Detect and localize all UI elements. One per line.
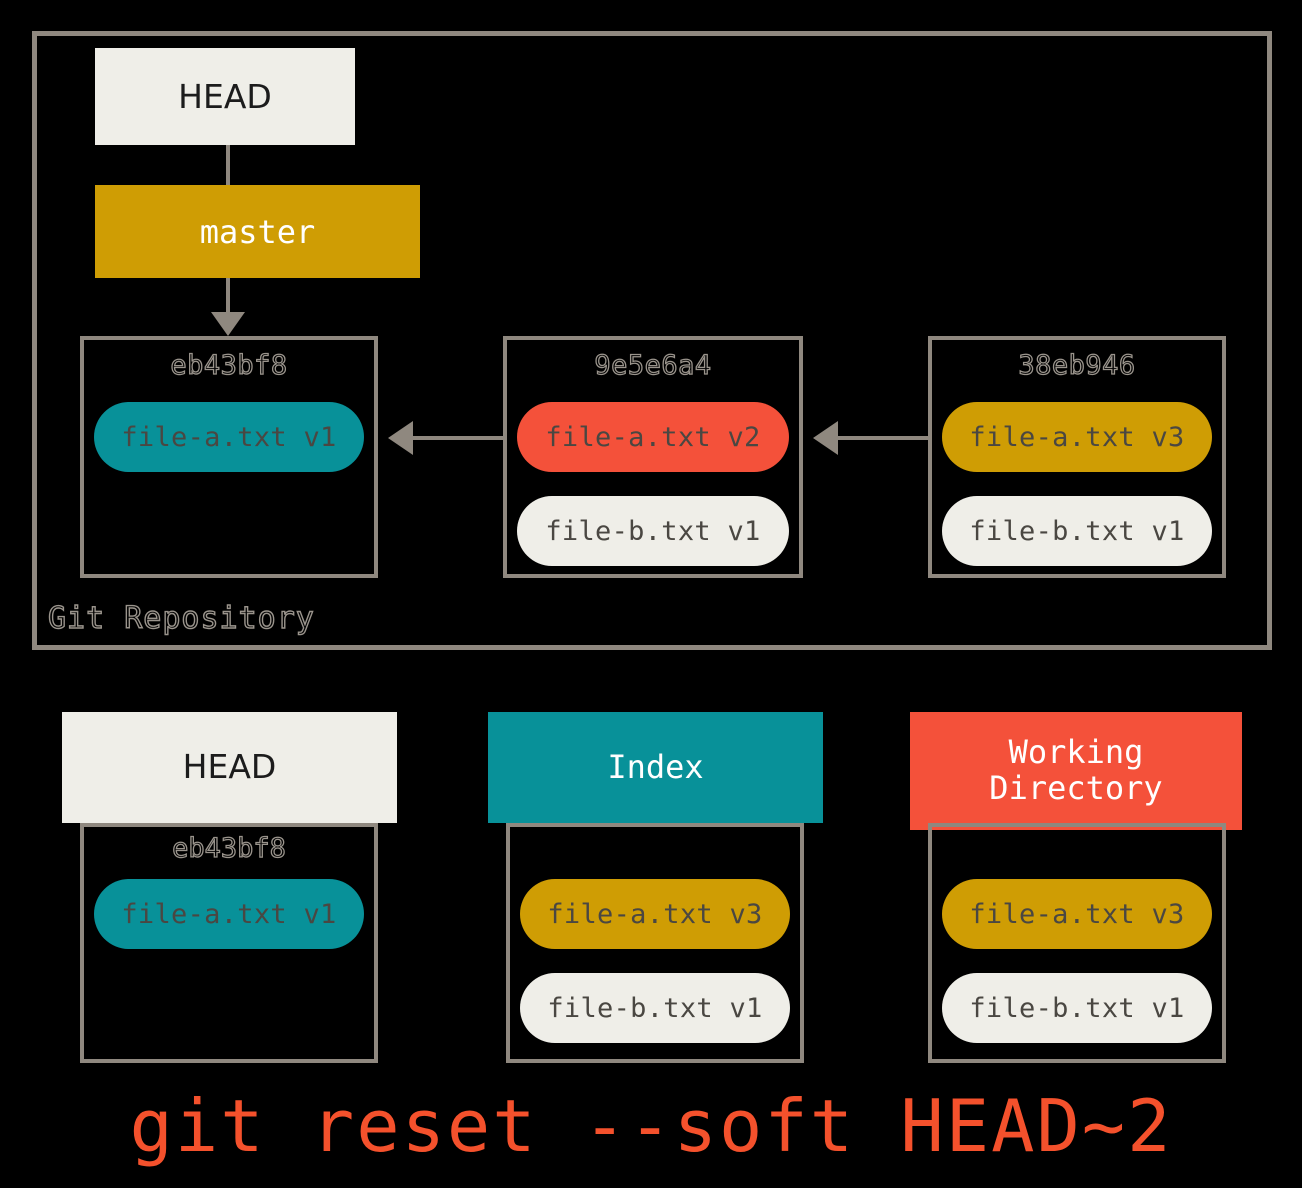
master-ref-box: master <box>95 185 420 278</box>
panel-file-pill: file-b.txt v1 <box>520 973 790 1043</box>
panel-file-label: file-b.txt v1 <box>969 992 1185 1024</box>
commit-file-label: file-b.txt v1 <box>545 515 761 547</box>
panel-body-working-directory: file-a.txt v3 file-b.txt v1 <box>928 823 1226 1063</box>
panel-body-index: file-a.txt v3 file-b.txt v1 <box>506 823 804 1063</box>
master-ref-label: master <box>199 212 316 251</box>
head-ref-label: HEAD <box>178 77 272 116</box>
panel-header-head: HEAD <box>62 712 397 823</box>
commit-box-eb43bf8: eb43bf8 file-a.txt v1 <box>80 336 378 578</box>
commit2-to-commit1-arrowhead <box>388 421 413 455</box>
panel-file-pill: file-a.txt v3 <box>942 879 1212 949</box>
panel-file-label: file-a.txt v3 <box>969 898 1185 930</box>
panel-header-label-line2: Directory <box>989 769 1163 807</box>
panel-body-head: eb43bf8 file-a.txt v1 <box>80 823 378 1063</box>
head-to-master-connector <box>226 145 230 185</box>
commit-file-pill: file-b.txt v1 <box>942 496 1212 566</box>
master-to-commit-arrowhead <box>211 312 245 336</box>
commit-id-label: eb43bf8 <box>170 350 288 381</box>
panel-file-label: file-b.txt v1 <box>547 992 763 1024</box>
panel-header-label-line1: Working <box>1008 733 1144 772</box>
head-ref-box: HEAD <box>95 48 355 145</box>
panel-header-label: Index <box>607 747 704 786</box>
commit-file-label: file-a.txt v1 <box>121 421 337 453</box>
panel-file-pill: file-a.txt v3 <box>520 879 790 949</box>
master-to-commit-connector <box>226 278 230 314</box>
panel-header-working-directory: Working Directory <box>910 712 1242 830</box>
commit3-to-commit2-arrowhead <box>813 421 838 455</box>
commit3-to-commit2-line <box>837 436 928 440</box>
panel-file-pill: file-b.txt v1 <box>942 973 1212 1043</box>
panel-header-index: Index <box>488 712 823 823</box>
panel-file-label: file-a.txt v1 <box>121 898 337 930</box>
commit2-to-commit1-line <box>412 436 503 440</box>
panel-file-pill: file-a.txt v1 <box>94 879 364 949</box>
panel-commit-id: eb43bf8 <box>171 833 286 864</box>
commit-file-label: file-a.txt v2 <box>545 421 761 453</box>
commit-box-38eb946: 38eb946 file-a.txt v3 file-b.txt v1 <box>928 336 1226 578</box>
commit-id-label: 38eb946 <box>1018 350 1136 381</box>
commit-file-pill: file-b.txt v1 <box>517 496 789 566</box>
commit-box-9e5e6a4: 9e5e6a4 file-a.txt v2 file-b.txt v1 <box>503 336 803 578</box>
commit-file-label: file-a.txt v3 <box>969 421 1185 453</box>
commit-file-pill: file-a.txt v2 <box>517 402 789 472</box>
git-repository-label: Git Repository <box>47 601 315 636</box>
panel-header-label: HEAD <box>182 747 277 787</box>
git-repository-frame <box>32 31 1272 650</box>
commit-file-pill: file-a.txt v3 <box>942 402 1212 472</box>
panel-file-label: file-a.txt v3 <box>547 898 763 930</box>
commit-file-pill: file-a.txt v1 <box>94 402 364 472</box>
commit-id-label: 9e5e6a4 <box>594 350 712 381</box>
commit-file-label: file-b.txt v1 <box>969 515 1185 547</box>
command-caption: git reset --soft HEAD~2 <box>129 1084 1173 1168</box>
